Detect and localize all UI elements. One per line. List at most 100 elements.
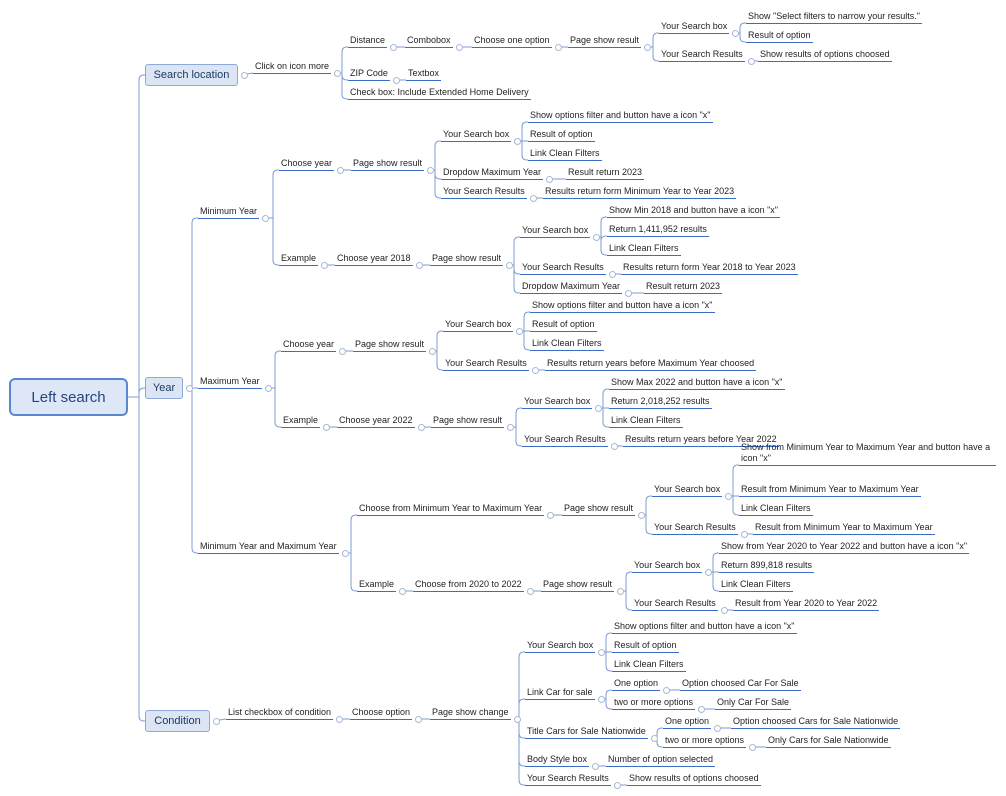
node-your-search-box[interactable]: Your Search box bbox=[522, 396, 593, 409]
collapse-toggle-icon[interactable] bbox=[725, 493, 732, 500]
collapse-toggle-icon[interactable] bbox=[507, 424, 514, 431]
node-choose-year[interactable]: Choose year bbox=[281, 339, 337, 352]
collapse-toggle-icon[interactable] bbox=[748, 58, 755, 65]
node-results-return-form-minimum-year-to-year-2023[interactable]: Results return form Minimum Year to Year… bbox=[543, 186, 737, 199]
branch-year[interactable]: Year bbox=[145, 377, 183, 399]
node-your-search-box[interactable]: Your Search box bbox=[652, 484, 723, 497]
node-your-search-results[interactable]: Your Search Results bbox=[443, 358, 529, 371]
node-your-search-box[interactable]: Your Search box bbox=[443, 319, 514, 332]
node-your-search-results[interactable]: Your Search Results bbox=[652, 522, 738, 535]
node-choose-year-2018[interactable]: Choose year 2018 bbox=[335, 253, 413, 266]
node-dropdow-maximum-year[interactable]: Dropdow Maximum Year bbox=[441, 167, 544, 180]
node-only-cars-for-sale-nationwide[interactable]: Only Cars for Sale Nationwide bbox=[766, 735, 891, 748]
node-check-box-include-extended-home-delivery[interactable]: Check box: Include Extended Home Deliver… bbox=[348, 87, 531, 100]
node-result-from-minimum-year-to-maximum-year[interactable]: Result from Minimum Year to Maximum Year bbox=[753, 522, 935, 535]
collapse-toggle-icon[interactable] bbox=[705, 569, 712, 576]
collapse-toggle-icon[interactable] bbox=[262, 215, 269, 222]
node-link-clean-filters[interactable]: Link Clean Filters bbox=[719, 579, 793, 592]
node-your-search-box[interactable]: Your Search box bbox=[441, 129, 512, 142]
node-result-of-option[interactable]: Result of option bbox=[528, 129, 595, 142]
node-show-from-year-2020-to-year-2022-and-button-have-a-icon-x[interactable]: Show from Year 2020 to Year 2022 and but… bbox=[719, 541, 970, 554]
collapse-toggle-icon[interactable] bbox=[614, 782, 621, 789]
collapse-toggle-icon[interactable] bbox=[617, 588, 624, 595]
collapse-toggle-icon[interactable] bbox=[399, 588, 406, 595]
node-link-clean-filters[interactable]: Link Clean Filters bbox=[530, 338, 604, 351]
collapse-toggle-icon[interactable] bbox=[598, 649, 605, 656]
collapse-toggle-icon[interactable] bbox=[416, 262, 423, 269]
collapse-toggle-icon[interactable] bbox=[644, 44, 651, 51]
node-list-checkbox-of-condition[interactable]: List checkbox of condition bbox=[226, 707, 334, 720]
collapse-toggle-icon[interactable] bbox=[514, 138, 521, 145]
node-click-on-icon-more[interactable]: Click on icon more bbox=[253, 61, 332, 74]
node-minimum-year-and-maximum-year[interactable]: Minimum Year and Maximum Year bbox=[198, 541, 339, 554]
node-show-results-of-options-choosed[interactable]: Show results of options choosed bbox=[758, 49, 892, 62]
collapse-toggle-icon[interactable] bbox=[749, 744, 756, 751]
node-your-search-results[interactable]: Your Search Results bbox=[659, 49, 745, 62]
node-your-search-results[interactable]: Your Search Results bbox=[525, 773, 611, 786]
node-result-of-option[interactable]: Result of option bbox=[530, 319, 597, 332]
node-option-choosed-cars-for-sale-nationwide[interactable]: Option choosed Cars for Sale Nationwide bbox=[731, 716, 901, 729]
node-show-results-of-options-choosed[interactable]: Show results of options choosed bbox=[627, 773, 761, 786]
collapse-toggle-icon[interactable] bbox=[714, 725, 721, 732]
collapse-toggle-icon[interactable] bbox=[506, 262, 513, 269]
collapse-toggle-icon[interactable] bbox=[415, 716, 422, 723]
node-page-show-result[interactable]: Page show result bbox=[562, 503, 636, 516]
node-page-show-result[interactable]: Page show result bbox=[541, 579, 615, 592]
node-page-show-result[interactable]: Page show result bbox=[568, 35, 642, 48]
node-combobox[interactable]: Combobox bbox=[405, 35, 453, 48]
node-example[interactable]: Example bbox=[279, 253, 319, 266]
collapse-toggle-icon[interactable] bbox=[265, 385, 272, 392]
collapse-toggle-icon[interactable] bbox=[651, 735, 658, 742]
node-show-from-minimum-year-to-maximum-year-and-button-have-a-icon-x[interactable]: Show from Minimum Year to Maximum Year a… bbox=[739, 442, 996, 466]
node-show-min-2018-and-button-have-a-icon-x[interactable]: Show Min 2018 and button have a icon "x" bbox=[607, 205, 781, 218]
node-results-return-years-before-maximum-year-choosed[interactable]: Results return years before Maximum Year… bbox=[545, 358, 757, 371]
node-zip-code[interactable]: ZIP Code bbox=[348, 68, 390, 81]
collapse-toggle-icon[interactable] bbox=[418, 424, 425, 431]
collapse-toggle-icon[interactable] bbox=[323, 424, 330, 431]
collapse-toggle-icon[interactable] bbox=[555, 44, 562, 51]
node-your-search-box[interactable]: Your Search box bbox=[659, 21, 730, 34]
node-result-of-option[interactable]: Result of option bbox=[612, 640, 679, 653]
collapse-toggle-icon[interactable] bbox=[514, 716, 521, 723]
branch-condition[interactable]: Condition bbox=[145, 710, 210, 732]
node-your-search-box[interactable]: Your Search box bbox=[632, 560, 703, 573]
collapse-toggle-icon[interactable] bbox=[547, 512, 554, 519]
node-link-clean-filters[interactable]: Link Clean Filters bbox=[607, 243, 681, 256]
collapse-toggle-icon[interactable] bbox=[609, 271, 616, 278]
node-example[interactable]: Example bbox=[281, 415, 321, 428]
node-your-search-box[interactable]: Your Search box bbox=[520, 225, 591, 238]
collapse-toggle-icon[interactable] bbox=[456, 44, 463, 51]
node-show-options-filter-and-button-have-a-icon-x[interactable]: Show options filter and button have a ic… bbox=[612, 621, 797, 634]
node-option-choosed-car-for-sale[interactable]: Option choosed Car For Sale bbox=[680, 678, 801, 691]
node-return-2-018-252-results[interactable]: Return 2,018,252 results bbox=[609, 396, 712, 409]
collapse-toggle-icon[interactable] bbox=[663, 687, 670, 694]
node-your-search-results[interactable]: Your Search Results bbox=[520, 262, 606, 275]
node-link-car-for-sale[interactable]: Link Car for sale bbox=[525, 687, 595, 700]
node-only-car-for-sale[interactable]: Only Car For Sale bbox=[715, 697, 792, 710]
node-title-cars-for-sale-nationwide[interactable]: Title Cars for Sale Nationwide bbox=[525, 726, 648, 739]
node-minimum-year[interactable]: Minimum Year bbox=[198, 206, 260, 219]
collapse-toggle-icon[interactable] bbox=[213, 718, 220, 725]
collapse-toggle-icon[interactable] bbox=[527, 588, 534, 595]
node-results-return-years-before-year-2022[interactable]: Results return years before Year 2022 bbox=[623, 434, 779, 447]
node-results-return-form-year-2018-to-year-2023[interactable]: Results return form Year 2018 to Year 20… bbox=[621, 262, 798, 275]
collapse-toggle-icon[interactable] bbox=[638, 512, 645, 519]
node-your-search-results[interactable]: Your Search Results bbox=[522, 434, 608, 447]
node-page-show-result[interactable]: Page show result bbox=[431, 415, 505, 428]
node-return-899-818-results[interactable]: Return 899,818 results bbox=[719, 560, 815, 573]
node-textbox[interactable]: Textbox bbox=[406, 68, 442, 81]
node-link-clean-filters[interactable]: Link Clean Filters bbox=[739, 503, 813, 516]
collapse-toggle-icon[interactable] bbox=[530, 195, 537, 202]
node-result-from-year-2020-to-year-2022[interactable]: Result from Year 2020 to Year 2022 bbox=[733, 598, 880, 611]
node-dropdow-maximum-year[interactable]: Dropdow Maximum Year bbox=[520, 281, 623, 294]
collapse-toggle-icon[interactable] bbox=[516, 328, 523, 335]
node-choose-from-minimum-year-to-maximum-year[interactable]: Choose from Minimum Year to Maximum Year bbox=[357, 503, 545, 516]
node-maximum-year[interactable]: Maximum Year bbox=[198, 376, 262, 389]
collapse-toggle-icon[interactable] bbox=[390, 44, 397, 51]
node-page-show-result[interactable]: Page show result bbox=[353, 339, 427, 352]
collapse-toggle-icon[interactable] bbox=[625, 290, 632, 297]
node-number-of-option-selected[interactable]: Number of option selected bbox=[606, 754, 716, 767]
branch-search-location[interactable]: Search location bbox=[145, 64, 238, 86]
node-choose-option[interactable]: Choose option bbox=[350, 707, 413, 720]
node-your-search-results[interactable]: Your Search Results bbox=[441, 186, 527, 199]
